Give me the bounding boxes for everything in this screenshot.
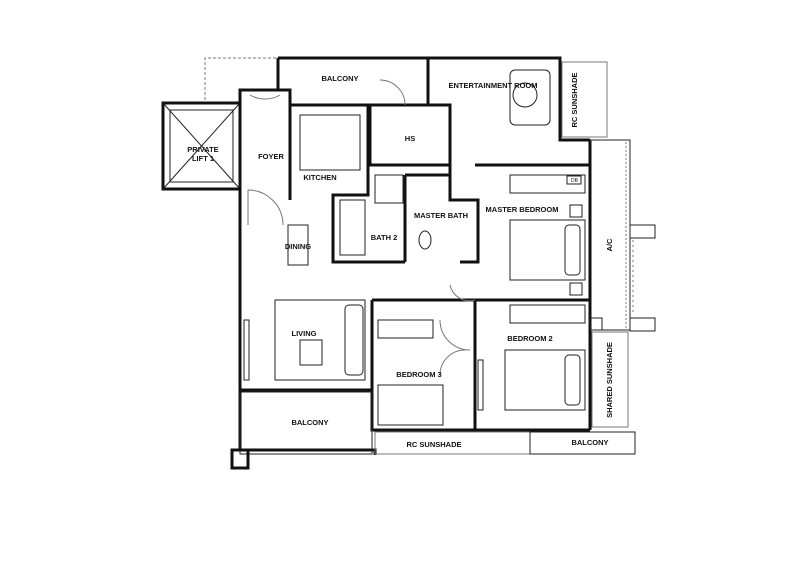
- label-bedroom-3: BEDROOM 3: [396, 370, 441, 379]
- label-dining: DINING: [285, 242, 311, 251]
- shared-sunshade: [591, 331, 629, 428]
- label-rc-sunshade-right: RC SUNSHADE: [570, 72, 579, 127]
- label-shared-sunshade: SHARED SUNSHADE: [605, 342, 614, 418]
- dashed-outline: [204, 57, 278, 100]
- label-bedroom-2: BEDROOM 2: [507, 334, 552, 343]
- label-balcony-bottom-right: BALCONY: [571, 438, 608, 447]
- balcony-left: [239, 391, 373, 455]
- balcony-right: [529, 431, 636, 455]
- rc-sunshade-right: [561, 61, 608, 138]
- label-entertainment-room: ENTERTAINMENT ROOM: [448, 81, 537, 90]
- label-balcony-top: BALCONY: [321, 74, 358, 83]
- label-bath-2: BATH 2: [371, 233, 398, 242]
- label-kitchen: KITCHEN: [303, 173, 336, 182]
- label-master-bedroom: MASTER BEDROOM: [486, 205, 559, 214]
- doors: [247, 79, 476, 376]
- label-master-bath: MASTER BATH: [414, 211, 468, 220]
- walls: [238, 56, 592, 455]
- ac-ledge: [589, 139, 656, 332]
- label-foyer: FOYER: [258, 152, 284, 161]
- furniture: [243, 69, 586, 426]
- label-rc-sunshade-bottom: RC SUNSHADE: [406, 440, 461, 449]
- column: [230, 448, 250, 470]
- label-living: LIVING: [291, 329, 316, 338]
- label-private-lift-2: LIFT 1: [192, 154, 214, 163]
- label-balcony-bottom-left: BALCONY: [291, 418, 328, 427]
- label-hs: HS: [405, 134, 415, 143]
- label-db: DB: [571, 178, 579, 184]
- label-private-lift-1: PRIVATE: [187, 145, 218, 154]
- label-ac: A/C: [605, 238, 614, 252]
